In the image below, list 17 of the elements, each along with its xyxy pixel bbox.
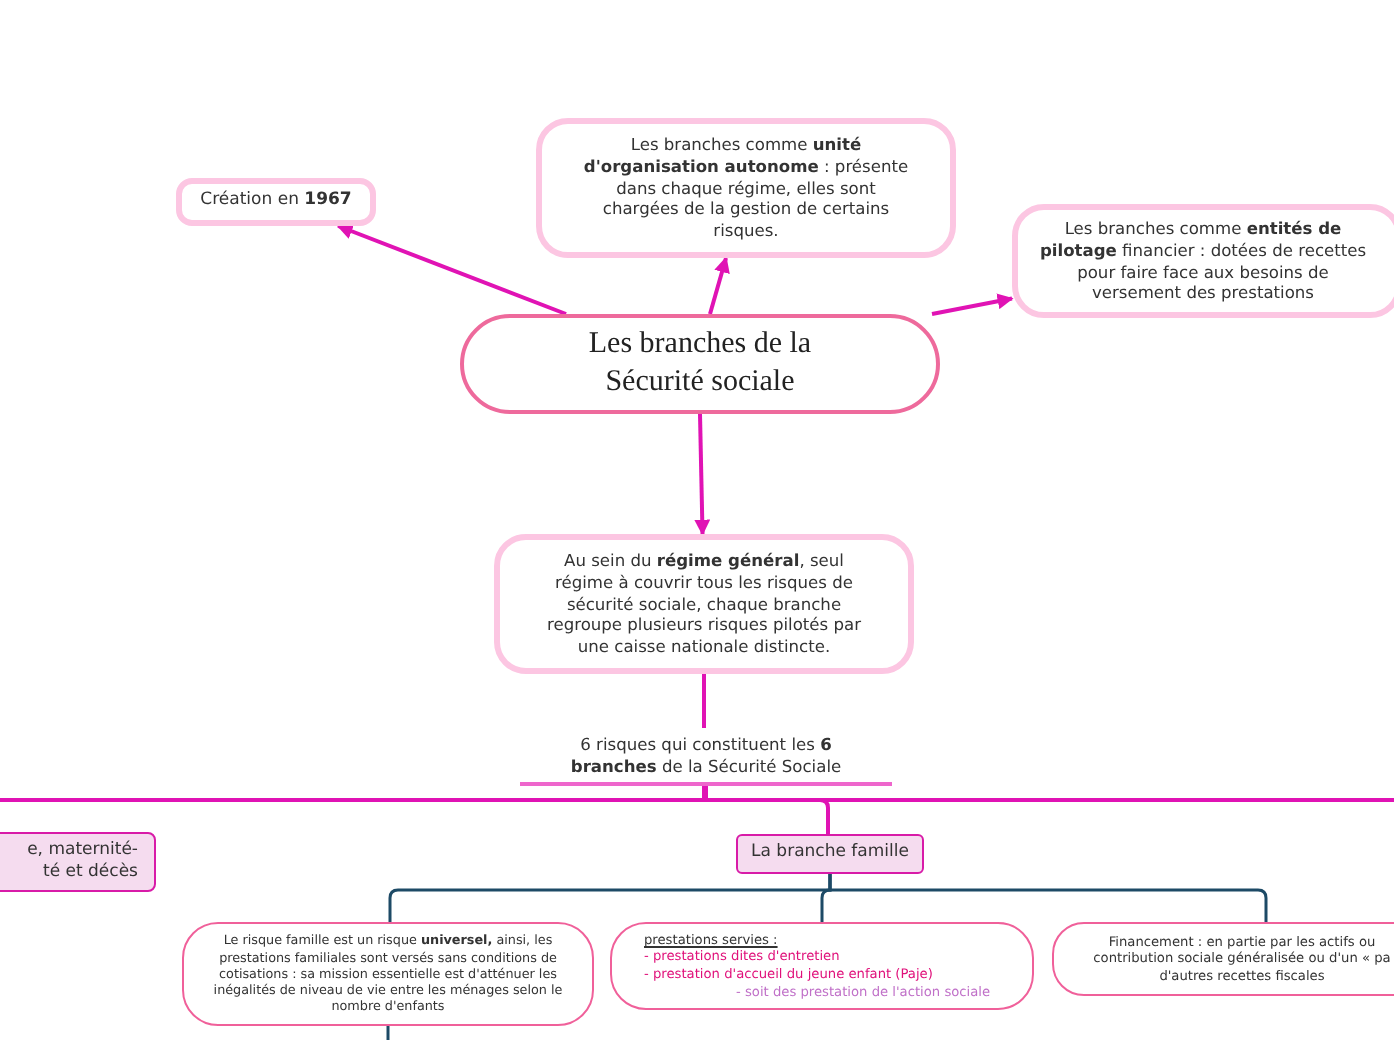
connector-line <box>828 874 1268 922</box>
topic-box: Création en 1967 <box>176 178 376 226</box>
topic-box <box>1052 922 1394 996</box>
topic-text: 6 risques qui constituent les 6 branches de la Sécurité Sociale <box>520 728 892 786</box>
topic-box: Les branches comme entités de pilotage financier : dotées de recettes pour faire face aux besoins de versement des prestations <box>1012 204 1394 318</box>
arrow <box>708 256 730 315</box>
topic-box: e, maternité- té et décès <box>0 832 156 892</box>
arrow <box>336 223 567 316</box>
topic-box <box>610 922 1034 1010</box>
arrow <box>931 293 1014 316</box>
connector-line <box>704 786 1394 802</box>
arrow <box>694 413 711 536</box>
topic-box: La branche famille <box>736 834 924 874</box>
connector-line <box>386 1026 390 1040</box>
central-topic: Les branches de la Sécurité sociale <box>460 314 940 414</box>
topic-box: Les branches comme unité d'organisation autonome : présente dans chaque régime, elles sont chargées de la gestion de certains risques. <box>536 118 956 258</box>
topic-box: Au sein du régime général, seul régime à couvrir tous les risques de sécurité sociale, chaque branche regroupe plusieurs risques pilotés par une caisse nationale distincte. <box>494 534 914 674</box>
